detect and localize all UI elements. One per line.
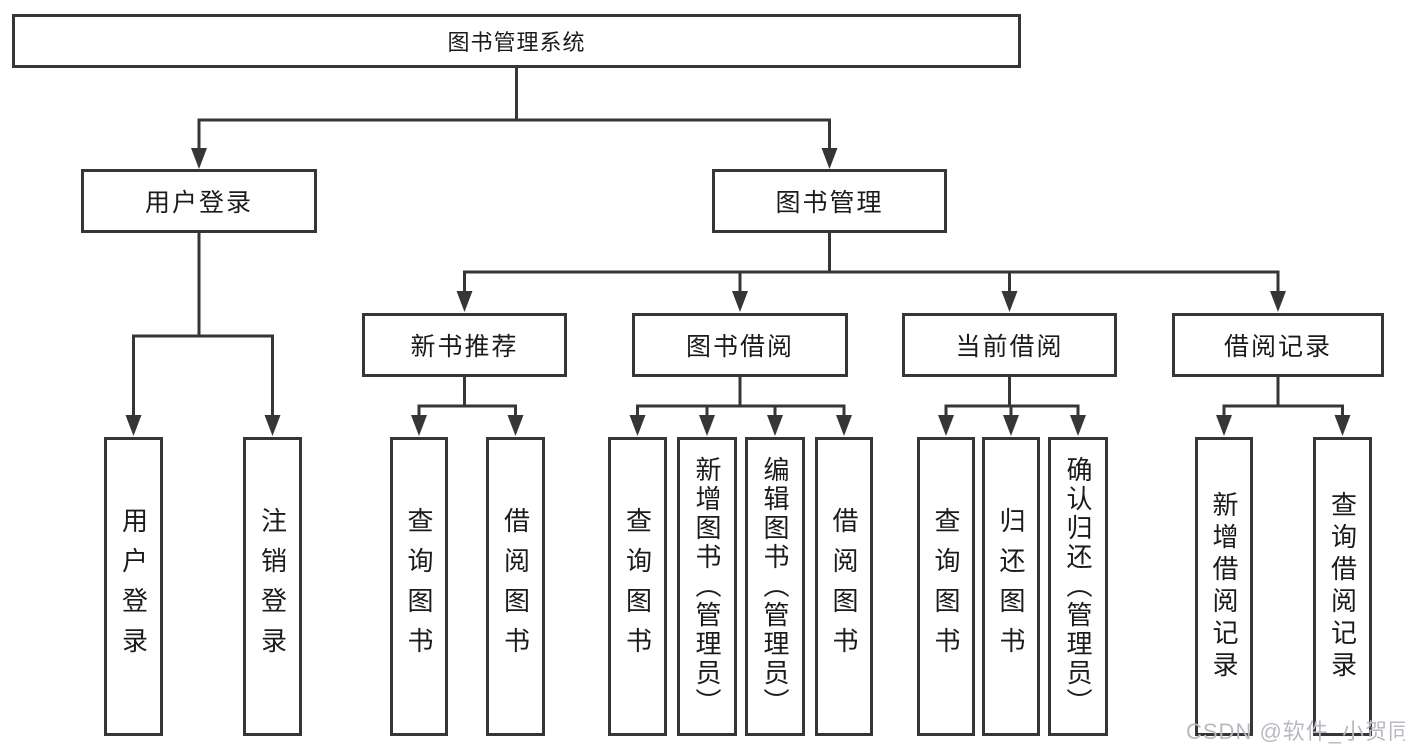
- leaf-label: 新增借阅记录: [1209, 490, 1239, 683]
- node-leaf-user-login: 用户登录: [104, 437, 163, 736]
- csdn-watermark: CSDN @软件_小贺同学: [1186, 719, 1405, 744]
- leaf-label: 确认归还（管理员）: [1063, 456, 1093, 717]
- leaf-label: 用户登录: [118, 506, 149, 667]
- node-user-login: 用户登录: [81, 169, 317, 233]
- node-leaf-current-return-books: 归还图书: [982, 437, 1040, 736]
- node-new-book-recommend: 新书推荐: [362, 313, 567, 377]
- node-leaf-current-query-books: 查询图书: [917, 437, 975, 736]
- leaf-label: 查询图书: [931, 506, 961, 667]
- node-leaf-logout: 注销登录: [243, 437, 302, 736]
- leaf-label: 借阅图书: [829, 506, 859, 667]
- node-leaf-borrow-add-books-admin: 新增图书（管理员）: [677, 437, 737, 736]
- leaf-label: 归还图书: [996, 506, 1026, 667]
- node-current-borrow: 当前借阅: [902, 313, 1117, 377]
- node-leaf-record-add-record: 新增借阅记录: [1195, 437, 1253, 736]
- leaf-label: 借阅图书: [500, 506, 531, 667]
- node-leaf-current-confirm-return-admin: 确认归还（管理员）: [1048, 437, 1108, 736]
- node-leaf-borrow-query-books: 查询图书: [608, 437, 667, 736]
- leaf-label: 查询图书: [404, 506, 434, 667]
- node-leaf-recommend-borrow-books: 借阅图书: [486, 437, 545, 736]
- node-root-library-management-system: 图书管理系统: [12, 14, 1021, 68]
- node-leaf-borrow-borrow-books: 借阅图书: [815, 437, 873, 736]
- node-leaf-recommend-query-books: 查询图书: [390, 437, 448, 736]
- node-leaf-borrow-edit-books-admin: 编辑图书（管理员）: [745, 437, 805, 736]
- node-borrow-record: 借阅记录: [1172, 313, 1384, 377]
- node-leaf-record-query-record: 查询借阅记录: [1313, 437, 1372, 736]
- node-book-borrow: 图书借阅: [632, 313, 848, 377]
- leaf-label: 查询借阅记录: [1327, 490, 1358, 683]
- node-book-management: 图书管理: [712, 169, 947, 233]
- leaf-label: 新增图书（管理员）: [692, 456, 722, 717]
- leaf-label: 编辑图书（管理员）: [760, 456, 790, 717]
- leaf-label: 查询图书: [622, 506, 653, 667]
- leaf-label: 注销登录: [257, 506, 288, 667]
